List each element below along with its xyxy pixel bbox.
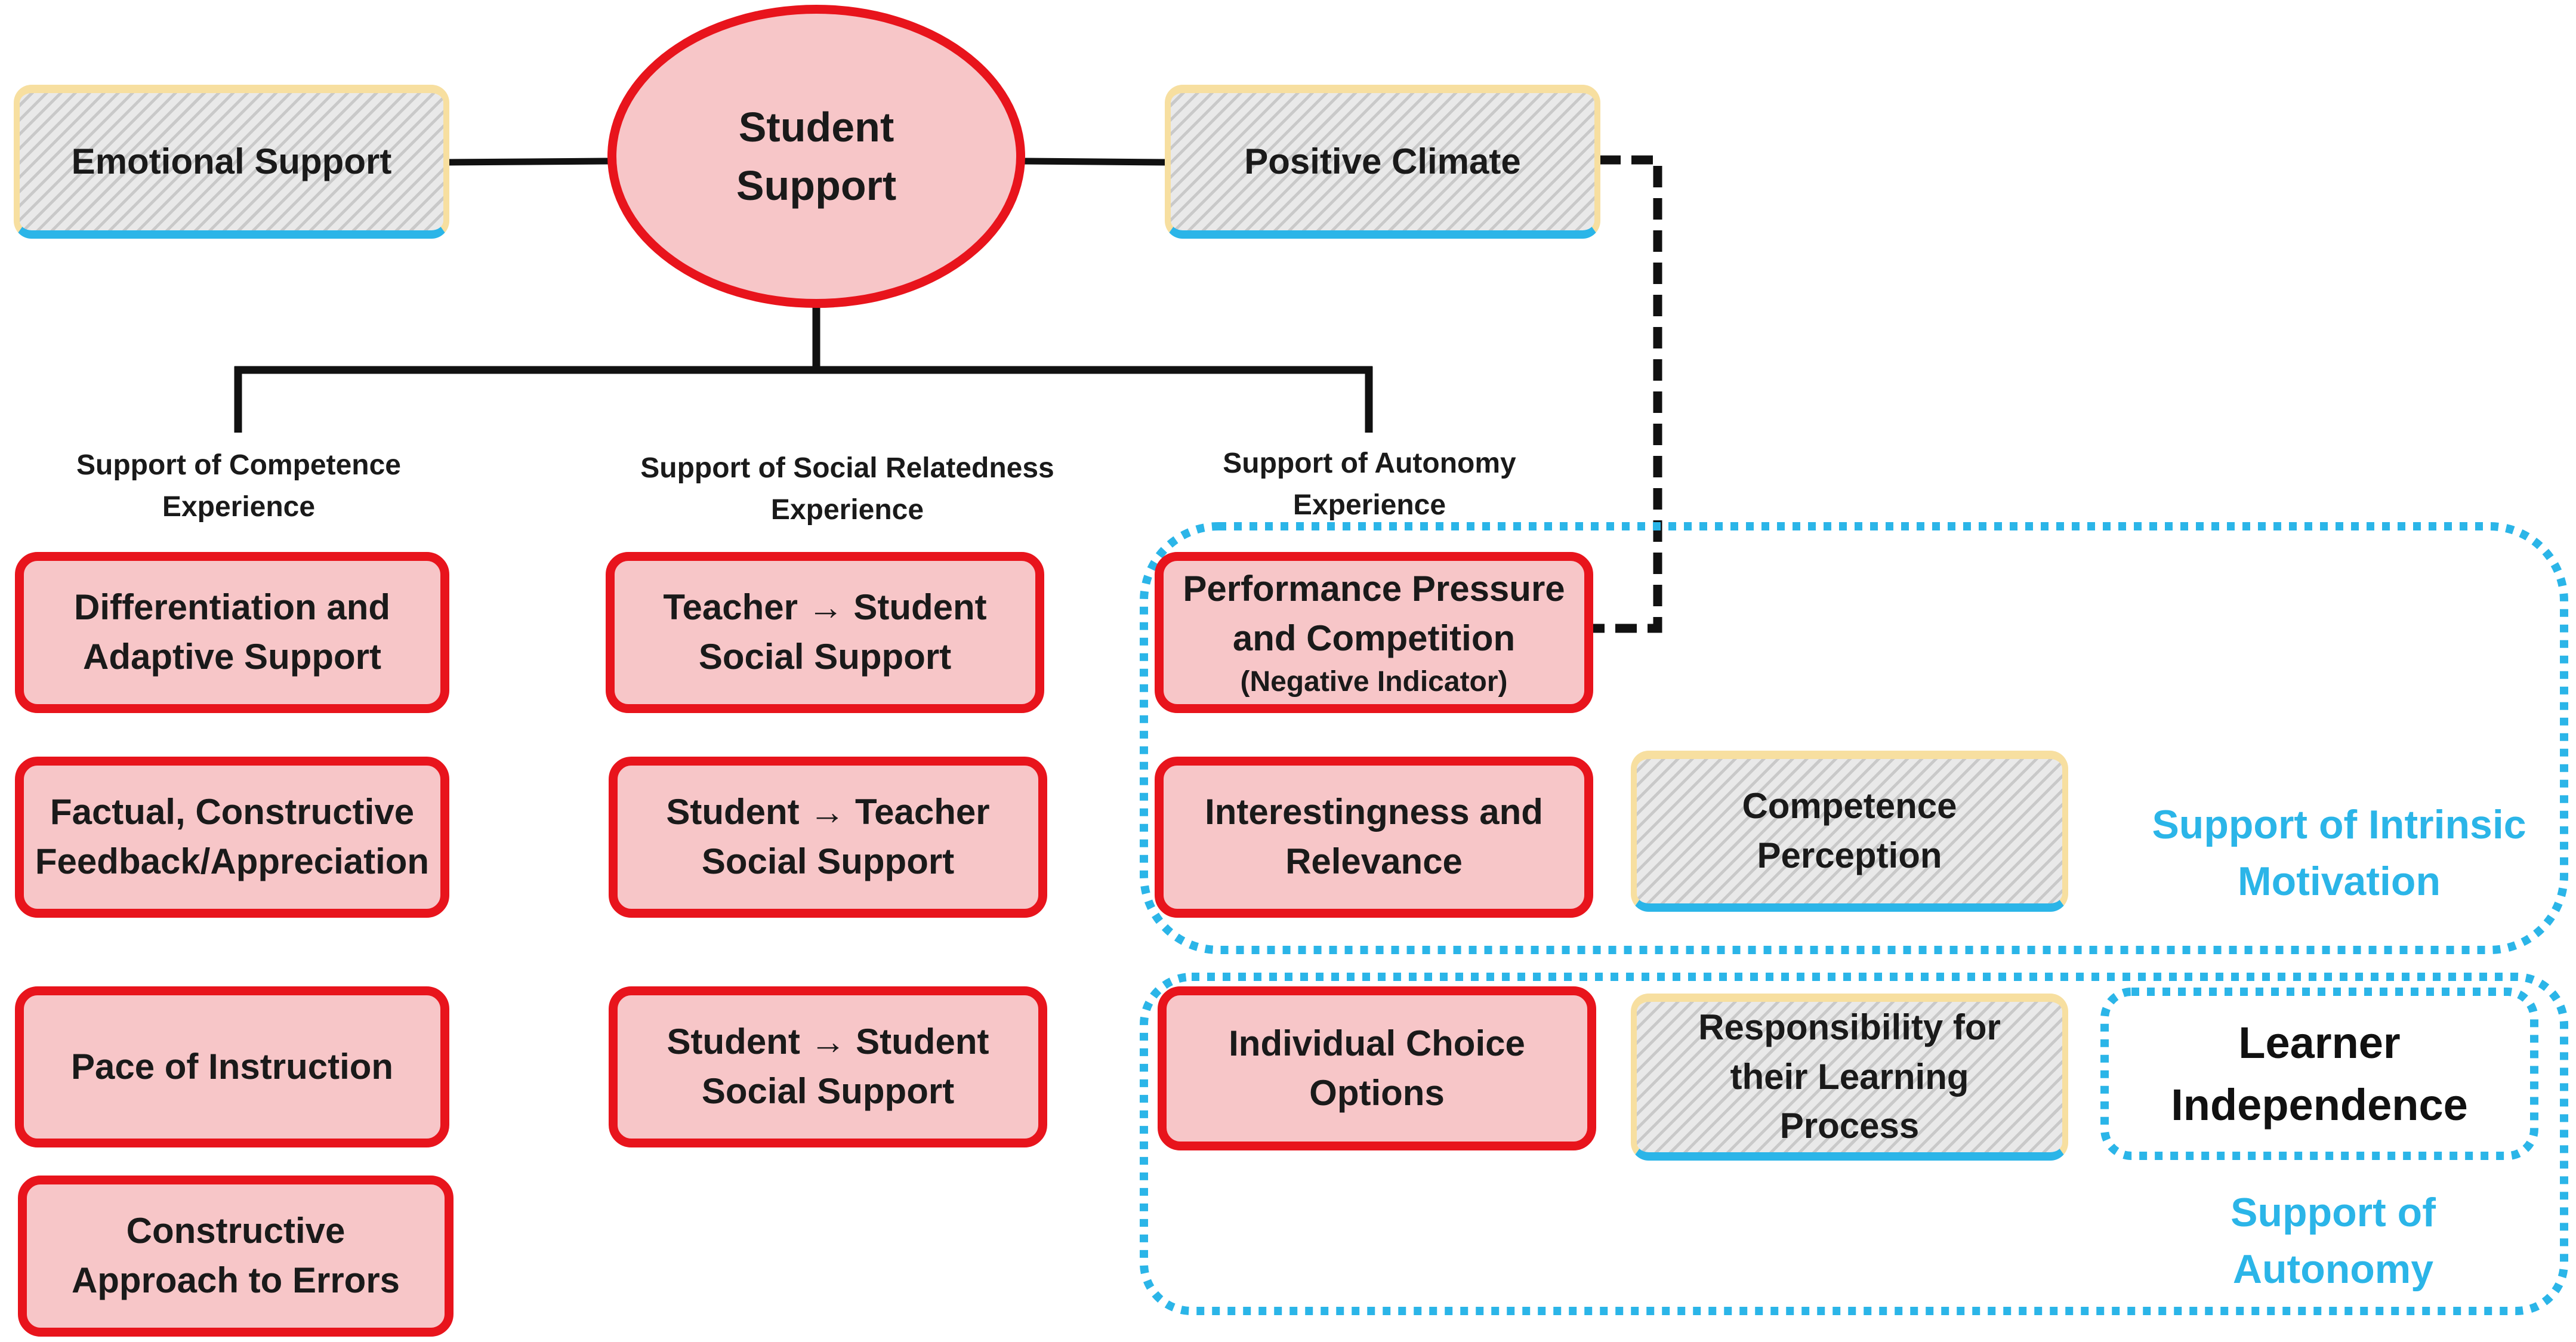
autonomy-label-line2: Autonomy — [2232, 1247, 2434, 1292]
performance-pressure-line2: and Competition — [1232, 618, 1516, 658]
differentiation-line1: Differentiation and — [73, 587, 390, 628]
competence-perception-box: Competence Perception — [1631, 751, 2068, 912]
connector-dashed-climate-to-pressure — [1592, 155, 1662, 633]
learner-independence-frame — [2100, 988, 2538, 1160]
region-autonomy — [1140, 973, 2568, 1315]
interestingness-line2: Relevance — [1285, 841, 1463, 881]
interestingness-line1: Interestingness and — [1205, 792, 1543, 832]
heading-competence: Support of Competence Experience — [24, 445, 454, 527]
heading-relatedness-line2: Experience — [770, 493, 924, 526]
pace-of-instruction-box: Pace of Instruction — [15, 986, 449, 1147]
heading-autonomy-line1: Support of Autonomy — [1223, 448, 1516, 479]
responsibility-line3: Process — [1779, 1106, 1920, 1146]
individual-choice-line1: Individual Choice — [1229, 1023, 1525, 1063]
emotional-support-label: Emotional Support — [71, 141, 392, 181]
student-teacher-line1: Student → Teacher — [666, 792, 990, 832]
heading-competence-line1: Support of Competence — [76, 449, 401, 481]
positive-climate-box: Positive Climate — [1165, 85, 1600, 239]
student-student-line2: Social Support — [701, 1071, 955, 1111]
student-support-line2: Support — [736, 162, 897, 209]
connector-root-to-positive-climate — [1023, 158, 1167, 166]
intrinsic-motivation-line2: Motivation — [2238, 859, 2441, 905]
differentiation-line2: Adaptive Support — [82, 637, 381, 677]
individual-choice-line2: Options — [1309, 1072, 1445, 1113]
competence-perception-line2: Perception — [1757, 835, 1942, 875]
positive-climate-label: Positive Climate — [1244, 141, 1521, 181]
region-intrinsic-motivation — [1140, 522, 2568, 954]
feedback-line1: Factual, Constructive — [50, 792, 415, 832]
student-student-support-box: Student → Student Social Support — [609, 986, 1047, 1147]
feedback-line2: Feedback/Appreciation — [35, 841, 430, 881]
negative-indicator-note: (Negative Indicator) — [1240, 665, 1508, 698]
responsibility-box: Responsibility for their Learning Proces… — [1631, 994, 2068, 1161]
heading-competence-line2: Experience — [162, 490, 316, 523]
teacher-student-line1: Teacher → Student — [663, 587, 987, 628]
interestingness-box: Interestingness and Relevance — [1155, 757, 1593, 918]
pace-of-instruction-label: Pace of Instruction — [70, 1046, 394, 1087]
intrinsic-motivation-label: Support of Intrinsic Motivation — [2112, 797, 2566, 910]
student-support-node: Student Support — [607, 5, 1025, 308]
autonomy-region-label: Support of Autonomy — [2148, 1184, 2518, 1298]
approach-to-errors-box: Constructive Approach to Errors — [18, 1176, 454, 1337]
student-support-line1: Student — [738, 104, 894, 150]
teacher-student-support-box: Teacher → Student Social Support — [606, 552, 1044, 713]
approach-to-errors-line1: Constructive — [126, 1211, 345, 1251]
performance-pressure-box: Performance Pressure and Competition (Ne… — [1155, 552, 1593, 713]
responsibility-line2: their Learning — [1730, 1056, 1969, 1097]
heading-autonomy-line2: Experience — [1292, 489, 1446, 521]
emotional-support-box: Emotional Support — [14, 85, 449, 239]
teacher-student-line2: Social Support — [698, 637, 952, 677]
responsibility-line1: Responsibility for — [1698, 1007, 2001, 1047]
learner-independence-line2: Independence — [2171, 1079, 2468, 1130]
heading-autonomy: Support of Autonomy Experience — [1152, 443, 1587, 526]
competence-perception-line1: Competence — [1742, 786, 1957, 826]
heading-relatedness: Support of Social Relatedness Experience — [597, 448, 1098, 530]
connector-root-to-emotional-support — [446, 158, 609, 166]
intrinsic-motivation-line1: Support of Intrinsic — [2152, 802, 2526, 847]
student-teacher-support-box: Student → Teacher Social Support — [609, 757, 1047, 918]
performance-pressure-line1: Performance Pressure — [1183, 569, 1565, 609]
individual-choice-box: Individual Choice Options — [1158, 986, 1596, 1150]
approach-to-errors-line2: Approach to Errors — [71, 1260, 400, 1300]
learner-independence-box: Learner Independence — [2105, 992, 2534, 1156]
heading-relatedness-line1: Support of Social Relatedness — [640, 452, 1054, 484]
feedback-box: Factual, Constructive Feedback/Appreciat… — [15, 757, 449, 918]
autonomy-label-line1: Support of — [2231, 1190, 2436, 1235]
student-student-line1: Student → Student — [667, 1022, 989, 1062]
student-teacher-line2: Social Support — [701, 841, 955, 881]
differentiation-box: Differentiation and Adaptive Support — [15, 552, 449, 713]
learner-independence-line1: Learner — [2238, 1017, 2401, 1068]
